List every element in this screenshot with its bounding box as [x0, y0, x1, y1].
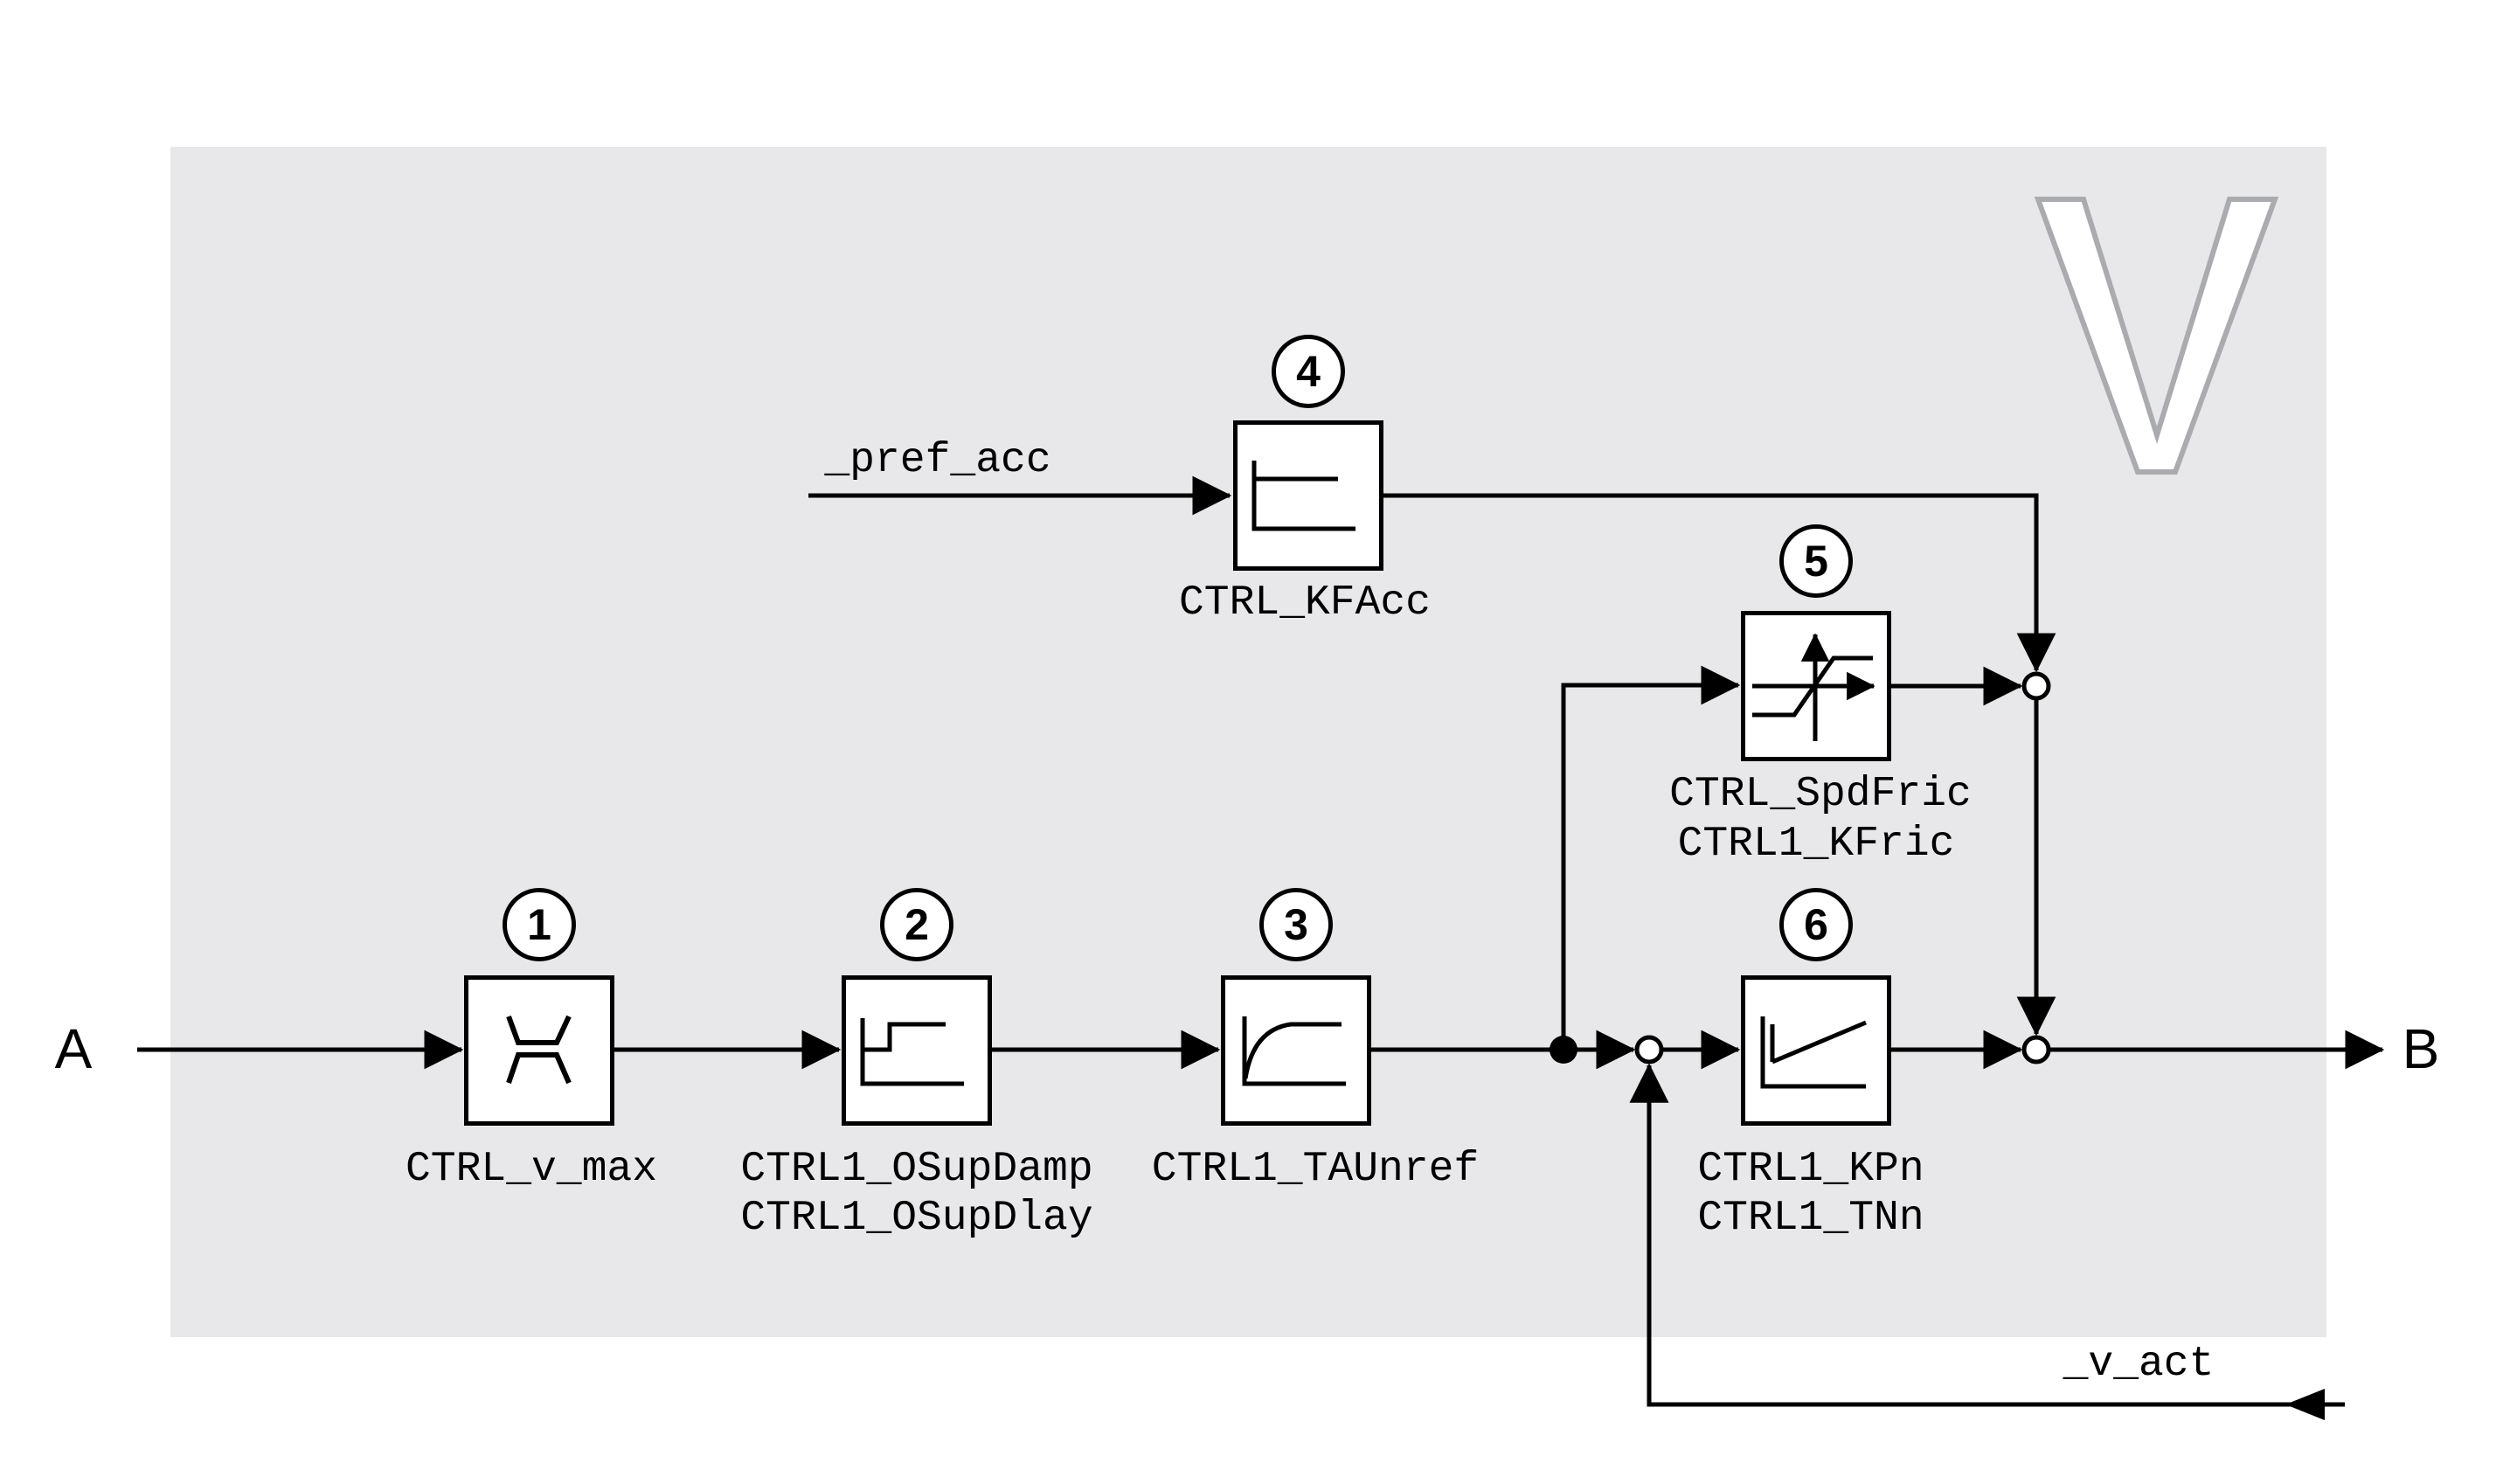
block-2-number-badge: 2 — [880, 888, 953, 961]
acceleration-feed-forward-icon — [1251, 461, 1355, 531]
block-4-number: 4 — [1296, 347, 1321, 396]
pi-controller-icon — [1760, 1016, 1867, 1089]
block-6-number-badge: 6 — [1779, 888, 1853, 961]
summing-junction-2 — [2021, 1035, 2051, 1064]
block-3-number-badge: 3 — [1259, 888, 1333, 961]
diagram-background-panel — [170, 147, 2326, 1337]
block-4-number-badge: 4 — [1272, 335, 1345, 408]
block-2-number: 2 — [905, 900, 929, 949]
v-act-label: _v_act — [2063, 1341, 2215, 1388]
block-1-number-badge: 1 — [503, 888, 576, 961]
block-2-param-label-1: CTRL1_OSupDamp — [740, 1146, 1093, 1193]
block-5-number-badge: 5 — [1779, 524, 1853, 598]
limiter-icon — [506, 1015, 572, 1085]
watermark-v — [2034, 197, 2279, 475]
block-5-number: 5 — [1804, 537, 1828, 586]
wire-branch-to-block5 — [1561, 665, 1741, 1050]
v-act-direction-arrowhead — [2285, 1389, 2325, 1420]
block-4-acceleration-feed-forward — [1233, 420, 1383, 571]
block-5-param-label-2: CTRL1_KFric — [1677, 821, 1955, 868]
wire-block4-to-sum1 — [1383, 493, 2056, 673]
block-6-number: 6 — [1804, 900, 1828, 949]
block-1-param-label: CTRL_v_max — [405, 1146, 658, 1193]
reference-filter-icon — [1242, 1016, 1346, 1086]
block-6-param-label-2: CTRL1_TNn — [1697, 1195, 1924, 1242]
input-a-label: A — [54, 1017, 93, 1080]
block-6-param-label-1: CTRL1_KPn — [1697, 1146, 1924, 1193]
block-1-number: 1 — [527, 900, 551, 949]
block-5-param-label-1: CTRL_SpdFric — [1669, 771, 1972, 818]
branch-dot — [1550, 1036, 1577, 1064]
block-4-param-label: CTRL_KFAcc — [1178, 579, 1432, 627]
summing-junction-1 — [2021, 671, 2051, 701]
block-1-velocity-limiter — [464, 975, 614, 1126]
friction-compensation-icon — [1752, 633, 1875, 741]
block-3-reference-filter — [1221, 975, 1371, 1126]
pref-acc-label: _pref_acc — [824, 437, 1051, 484]
block-3-param-label: CTRL1_TAUnref — [1151, 1146, 1480, 1193]
block-2-overshoot-suppression — [842, 975, 992, 1126]
output-b-label: B — [2402, 1017, 2440, 1080]
overshoot-suppression-icon — [860, 1018, 964, 1086]
block-6-pi-controller — [1741, 975, 1891, 1126]
block-5-friction-compensation — [1741, 611, 1891, 761]
block-2-param-label-2: CTRL1_OSupDlay — [740, 1195, 1093, 1242]
summing-junction-3 — [1634, 1035, 1664, 1064]
wire-v-act-feedback — [1629, 1063, 2345, 1407]
block-3-number: 3 — [1284, 900, 1308, 949]
